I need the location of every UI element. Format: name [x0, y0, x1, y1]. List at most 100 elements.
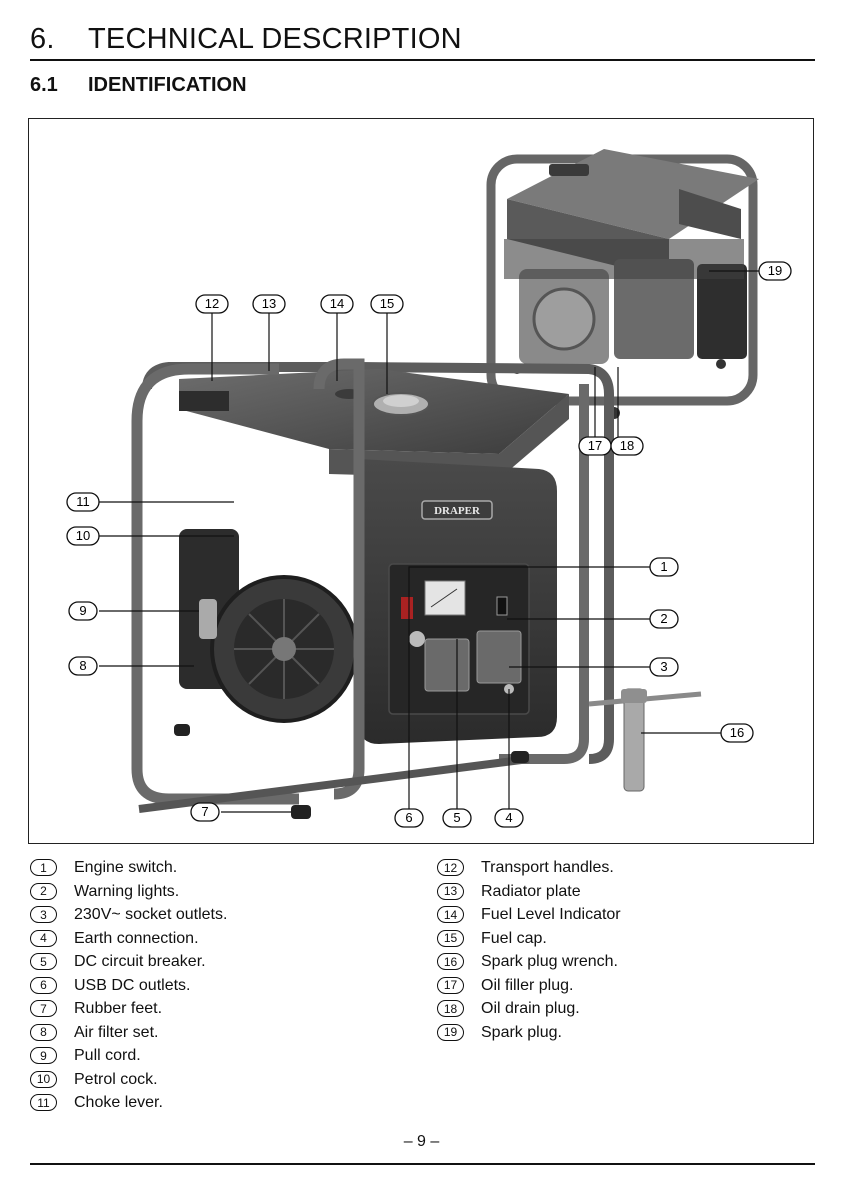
svg-text:10: 10: [76, 528, 90, 543]
section-title: TECHNICAL DESCRIPTION: [88, 23, 462, 55]
item-number-badge: 4: [30, 929, 57, 947]
callout-11: 11: [66, 492, 100, 512]
callout-7: 7: [190, 802, 220, 822]
svg-text:1: 1: [660, 559, 667, 574]
legend-item: 8 Air filter set.: [30, 1021, 227, 1045]
item-number-badge: 19: [437, 1023, 464, 1041]
callout-1: 1: [649, 557, 679, 577]
item-label: Spark plug.: [481, 1023, 562, 1041]
item-number-badge: 5: [30, 953, 57, 971]
item-number-badge: 14: [437, 906, 464, 924]
callout-2: 2: [649, 609, 679, 629]
svg-text:7: 7: [201, 804, 208, 819]
item-number-badge: 6: [30, 976, 57, 994]
callout-12: 12: [195, 294, 229, 314]
legend-item: 11 Choke lever.: [30, 1091, 227, 1115]
svg-text:14: 14: [330, 296, 344, 311]
svg-text:4: 4: [505, 810, 512, 825]
item-label: Engine switch.: [74, 859, 178, 876]
item-number-badge: 13: [437, 882, 464, 900]
legend-item: 1 Engine switch.: [30, 856, 227, 880]
page-number: – 9 –: [403, 1133, 440, 1150]
legend-item: 14 Fuel Level Indicator: [437, 903, 621, 927]
svg-text:6: 6: [405, 810, 412, 825]
svg-text:2: 2: [660, 611, 667, 626]
svg-text:5: 5: [453, 810, 460, 825]
legend-item: 9 Pull cord.: [30, 1044, 227, 1068]
item-label: Fuel Level Indicator: [481, 906, 621, 923]
callout-17: 17: [578, 436, 612, 456]
item-number-badge: 16: [437, 953, 464, 971]
callout-15: 15: [370, 294, 404, 314]
item-label: Earth connection.: [74, 929, 199, 947]
callout-19: 19: [758, 261, 792, 281]
item-number-badge: 1: [30, 859, 57, 877]
callout-badges: 12 13 14 15 11 10: [66, 261, 792, 828]
callout-leaders: [99, 270, 759, 819]
svg-text:19: 19: [768, 263, 782, 278]
section-number: 6.: [30, 23, 55, 55]
legend-item: 16 Spark plug wrench.: [437, 950, 621, 974]
svg-text:8: 8: [79, 658, 86, 673]
generator-illustration: DRAPER: [66, 149, 792, 828]
callout-9: 9: [68, 601, 98, 621]
svg-text:15: 15: [380, 296, 394, 311]
footer-rule: [30, 1163, 815, 1165]
legend-item: 5 DC circuit breaker.: [30, 950, 227, 974]
svg-text:3: 3: [660, 659, 667, 674]
item-number-badge: 15: [437, 929, 464, 947]
callout-13: 13: [252, 294, 286, 314]
rear-view-generator: [486, 149, 759, 419]
item-label: Petrol cock.: [74, 1070, 158, 1088]
subsection-heading: 6.1 IDENTIFICATION: [30, 73, 247, 97]
legend-item: 10 Petrol cock.: [30, 1068, 227, 1092]
item-label: Transport handles.: [481, 859, 614, 876]
item-number-badge: 8: [30, 1023, 57, 1041]
brand-plate: DRAPER: [434, 505, 481, 517]
legend-item: 19 Spark plug.: [437, 1021, 621, 1045]
svg-text:18: 18: [620, 438, 634, 453]
item-number-badge: 17: [437, 976, 464, 994]
svg-text:11: 11: [76, 494, 90, 509]
item-label: Oil filler plug.: [481, 976, 574, 994]
callout-16: 16: [720, 723, 754, 743]
item-label: DC circuit breaker.: [74, 953, 206, 970]
section-heading: 6. TECHNICAL DESCRIPTION: [30, 22, 815, 61]
svg-text:17: 17: [588, 438, 602, 453]
generator-figure: DRAPER: [28, 118, 814, 844]
callout-8: 8: [68, 656, 98, 676]
legend-item: 12 Transport handles.: [437, 856, 621, 880]
callout-18: 18: [610, 436, 644, 456]
item-label: Radiator plate: [481, 882, 581, 900]
svg-text:9: 9: [79, 603, 86, 618]
item-label: Spark plug wrench.: [481, 953, 618, 970]
item-label: 230V~ socket outlets.: [74, 906, 228, 923]
item-number-badge: 12: [437, 859, 464, 877]
legend-item: 13 Radiator plate: [437, 880, 621, 904]
callout-5: 5: [442, 808, 472, 828]
callout-6: 6: [394, 808, 424, 828]
callout-4: 4: [494, 808, 524, 828]
legend-item: 4 Earth connection.: [30, 927, 227, 951]
item-number-badge: 9: [30, 1047, 57, 1065]
subsection-number: 6.1: [30, 74, 58, 96]
item-number-badge: 10: [30, 1070, 57, 1088]
svg-text:13: 13: [262, 296, 276, 311]
item-label: Oil drain plug.: [481, 1000, 580, 1017]
legend-item: 17 Oil filler plug.: [437, 974, 621, 998]
spark-plug-wrench: [588, 688, 702, 792]
item-label: Pull cord.: [74, 1047, 141, 1064]
item-label: Fuel cap.: [481, 929, 547, 947]
item-label: Air filter set.: [74, 1023, 159, 1041]
item-label: Choke lever.: [74, 1094, 163, 1111]
legend-item: 15 Fuel cap.: [437, 927, 621, 951]
subsection-title: IDENTIFICATION: [88, 74, 247, 96]
callout-14: 14: [320, 294, 354, 314]
svg-text:12: 12: [205, 296, 219, 311]
item-number-badge: 11: [30, 1094, 57, 1112]
